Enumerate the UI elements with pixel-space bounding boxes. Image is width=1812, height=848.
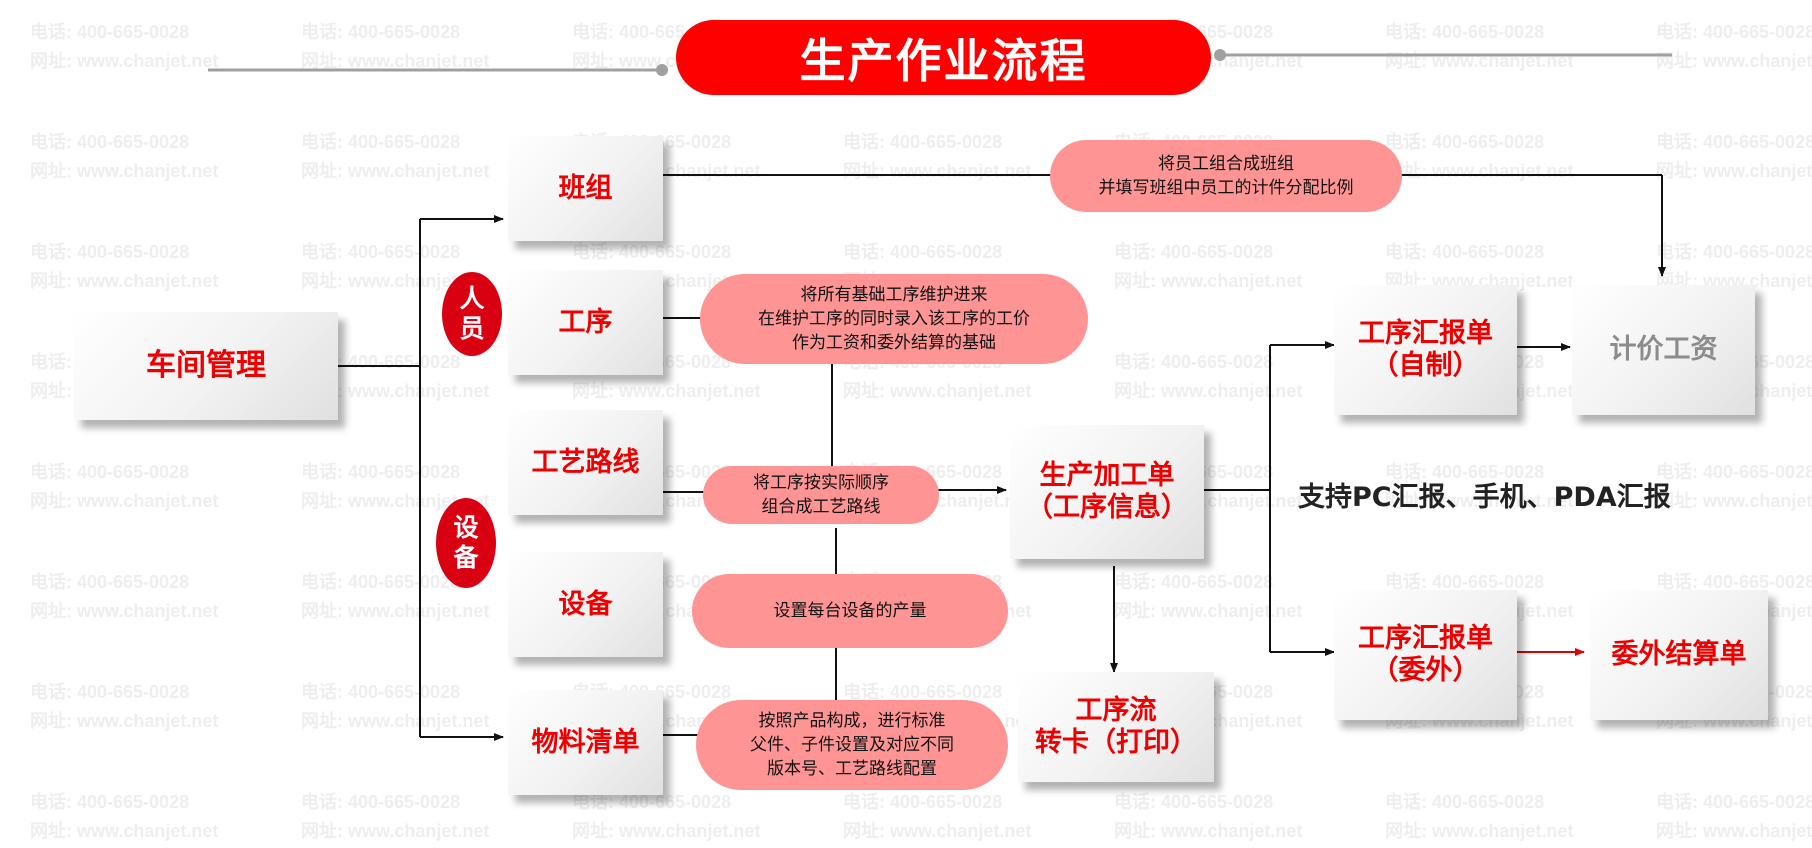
team-note-text: 将员工组合成班组 并填写班组中员工的计件分配比例 xyxy=(1098,154,1354,198)
route-note: 将工序按实际顺序 组合成工艺路线 xyxy=(703,466,939,524)
process-node[interactable]: 工序 xyxy=(508,270,663,375)
watermark-text: 电话: 400-665-0028 网址: www.chanjet.net xyxy=(1385,462,1574,511)
report-self-node[interactable]: 工序汇报单 （自制） xyxy=(1334,285,1517,415)
equipment-note-text: 设置每台设备的产量 xyxy=(773,601,927,621)
route-note-text: 将工序按实际顺序 组合成工艺路线 xyxy=(753,473,889,517)
support-note: 支持PC汇报、手机、PDA汇报 xyxy=(1298,482,1671,513)
watermark-text: 电话: 400-665-0028 网址: www.chanjet.net xyxy=(1656,462,1812,511)
watermark-text: 电话: 400-665-0028 网址: www.chanjet.net xyxy=(30,132,219,181)
equipment-note: 设置每台设备的产量 xyxy=(692,574,1008,648)
watermark-text: 电话: 400-665-0028 网址: www.chanjet.net xyxy=(1114,572,1303,621)
watermark-text: 电话: 400-665-0028 网址: www.chanjet.net xyxy=(301,132,490,181)
bom-note: 按照产品构成，进行标准 父件、子件设置及对应不同 版本号、工艺路线配置 xyxy=(696,700,1008,790)
production-order-node[interactable]: 生产加工单 （工序信息） xyxy=(1010,425,1204,559)
title-dot-left xyxy=(656,64,668,76)
page-title: 生产作业流程 xyxy=(676,20,1211,95)
report-outsource-label: 工序汇报单 （委外） xyxy=(1358,623,1493,686)
watermark-text: 电话: 400-665-0028 网址: www.chanjet.net xyxy=(572,792,761,841)
watermark-text: 电话: 400-665-0028 网址: www.chanjet.net xyxy=(30,792,219,841)
watermark-text: 电话: 400-665-0028 网址: www.chanjet.net xyxy=(301,682,490,731)
team-node[interactable]: 班组 xyxy=(508,136,663,241)
report-outsource-node[interactable]: 工序汇报单 （委外） xyxy=(1334,590,1517,720)
route-node[interactable]: 工艺路线 xyxy=(508,410,663,515)
flow-card-node[interactable]: 工序流 转卡（打印） xyxy=(1018,672,1214,782)
report-self-label: 工序汇报单 （自制） xyxy=(1358,318,1493,381)
title-dot-right xyxy=(1214,49,1226,61)
watermark-text: 电话: 400-665-0028 网址: www.chanjet.net xyxy=(301,462,490,511)
team-note: 将员工组合成班组 并填写班组中员工的计件分配比例 xyxy=(1050,140,1402,212)
watermark-text: 电话: 400-665-0028 网址: www.chanjet.net xyxy=(30,682,219,731)
watermark-text: 电话: 400-665-0028 网址: www.chanjet.net xyxy=(1656,22,1812,71)
process-note-text: 将所有基础工序维护进来 在维护工序的同时录入该工序的工价 作为工资和委外结算的基… xyxy=(758,285,1030,353)
watermark-text: 电话: 400-665-0028 网址: www.chanjet.net xyxy=(843,792,1032,841)
personnel-badge-label: 人 员 xyxy=(459,284,485,343)
flow-card-label: 工序流 转卡（打印） xyxy=(1035,695,1197,758)
bom-note-text: 按照产品构成，进行标准 父件、子件设置及对应不同 版本号、工艺路线配置 xyxy=(750,711,954,779)
watermark-text: 电话: 400-665-0028 网址: www.chanjet.net xyxy=(301,22,490,71)
watermark-text: 电话: 400-665-0028 网址: www.chanjet.net xyxy=(1656,792,1812,841)
workshop-node[interactable]: 车间管理 xyxy=(74,312,338,420)
watermark-text: 电话: 400-665-0028 网址: www.chanjet.net xyxy=(301,792,490,841)
watermark-text: 电话: 400-665-0028 网址: www.chanjet.net xyxy=(1656,132,1812,181)
watermark-text: 电话: 400-665-0028 网址: www.chanjet.net xyxy=(1114,242,1303,291)
watermark-text: 电话: 400-665-0028 网址: www.chanjet.net xyxy=(30,572,219,621)
watermark-text: 电话: 400-665-0028 网址: www.chanjet.net xyxy=(1114,352,1303,401)
bom-node[interactable]: 物料清单 xyxy=(508,690,663,795)
watermark-text: 电话: 400-665-0028 网址: www.chanjet.net xyxy=(301,572,490,621)
equipment-node[interactable]: 设备 xyxy=(508,552,663,657)
watermark-text: 电话: 400-665-0028 网址: www.chanjet.net xyxy=(1114,792,1303,841)
watermark-text: 电话: 400-665-0028 网址: www.chanjet.net xyxy=(30,462,219,511)
production-order-label: 生产加工单 （工序信息） xyxy=(1026,460,1188,523)
equipment-badge: 设 备 xyxy=(436,498,496,588)
personnel-badge: 人 员 xyxy=(442,272,502,356)
watermark-text: 电话: 400-665-0028 网址: www.chanjet.net xyxy=(30,22,219,71)
watermark-text: 电话: 400-665-0028 网址: www.chanjet.net xyxy=(30,242,219,291)
process-note: 将所有基础工序维护进来 在维护工序的同时录入该工序的工价 作为工资和委外结算的基… xyxy=(700,274,1088,364)
equipment-badge-label: 设 备 xyxy=(453,513,479,572)
piece-wage-node[interactable]: 计价工资 xyxy=(1572,285,1755,415)
outsource-settlement-node[interactable]: 委外结算单 xyxy=(1590,590,1768,720)
watermark-text: 电话: 400-665-0028 网址: www.chanjet.net xyxy=(1385,792,1574,841)
